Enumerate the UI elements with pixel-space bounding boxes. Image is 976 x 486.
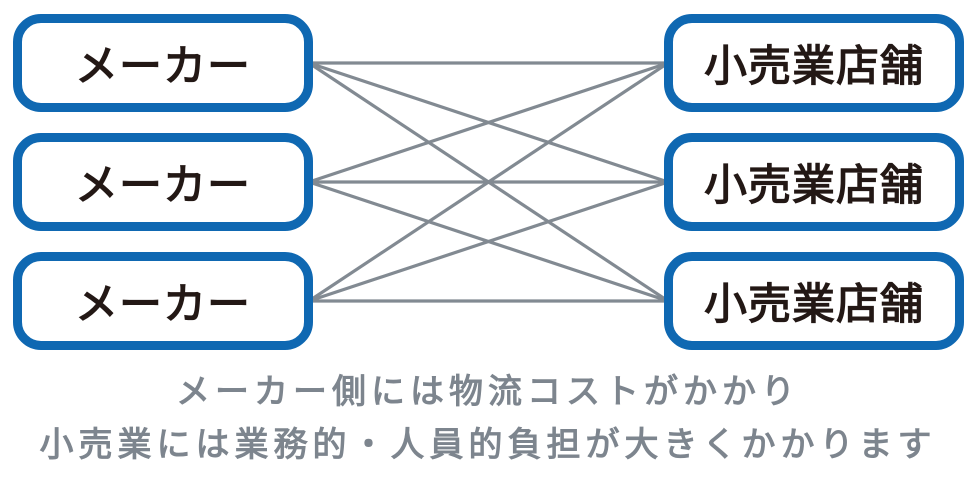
- retail-store-node-label: 小売業店舗: [704, 43, 924, 91]
- retail-store-node-label: 小売業店舗: [704, 162, 924, 210]
- manufacturer-node-1: メーカー: [13, 14, 313, 112]
- caption-line-1: メーカー側には物流コストがかかり: [176, 373, 800, 411]
- diagram-caption: メーカー側には物流コストがかかり 小売業には業務的・人員的負担が大きくかかります: [0, 366, 976, 472]
- caption-line-2: 小売業には業務的・人員的負担が大きくかかります: [39, 426, 937, 464]
- retail-store-node-1: 小売業店舗: [664, 14, 964, 112]
- manufacturer-node-label: メーカー: [75, 281, 251, 329]
- manufacturer-node-3: メーカー: [13, 252, 313, 350]
- retail-store-node-2: 小売業店舗: [664, 133, 964, 231]
- manufacturer-node-2: メーカー: [13, 133, 313, 231]
- manufacturer-node-label: メーカー: [75, 43, 251, 91]
- manufacturer-node-label: メーカー: [75, 162, 251, 210]
- retail-store-node-3: 小売業店舗: [664, 252, 964, 350]
- retail-store-node-label: 小売業店舗: [704, 281, 924, 329]
